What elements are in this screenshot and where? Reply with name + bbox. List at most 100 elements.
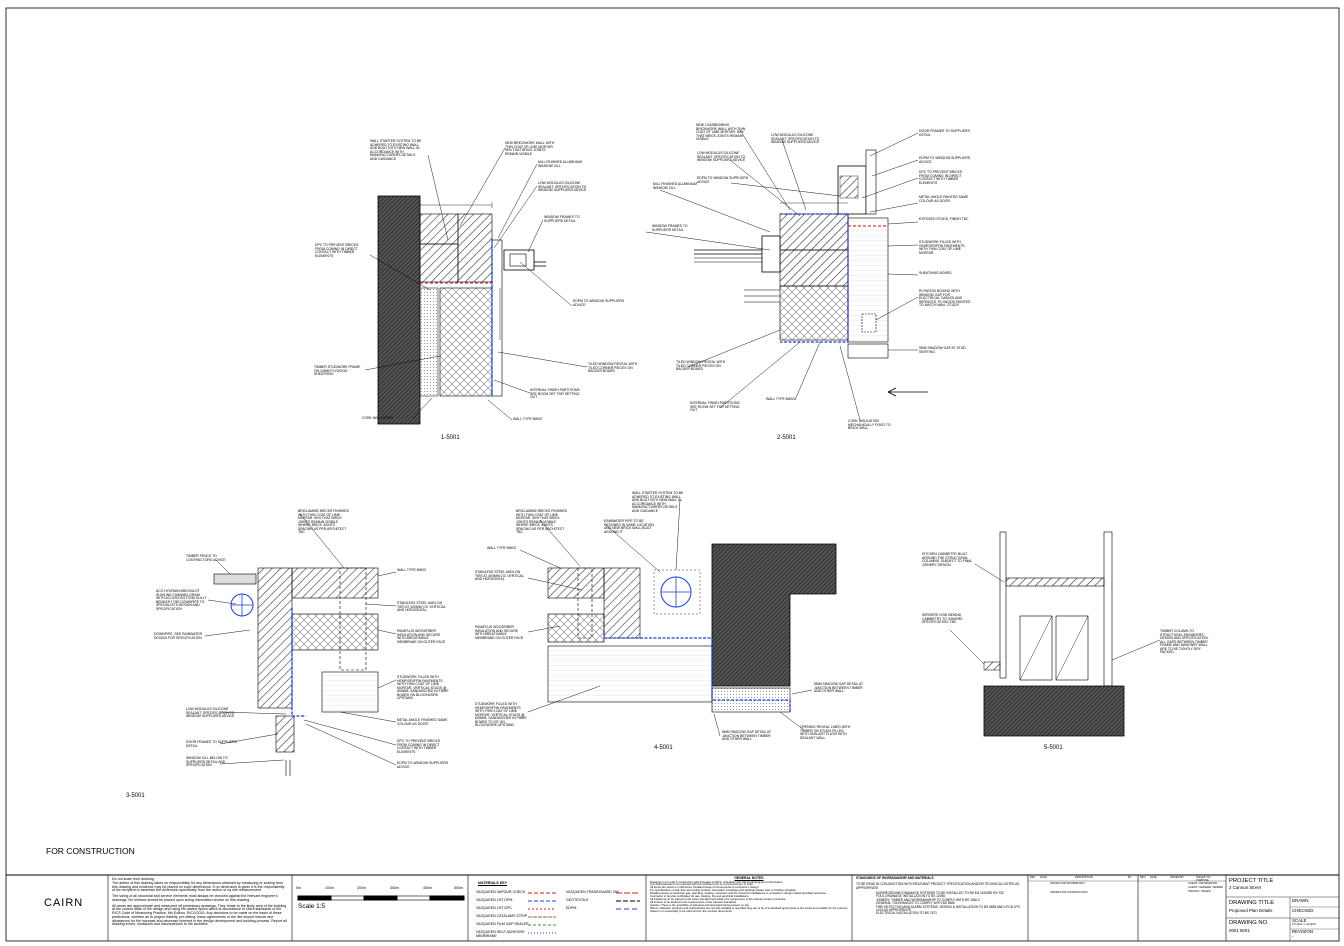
note: EDPM TO WINDOW SUPPLIERS ADVICE [697,176,749,184]
note: DPC TO PREVENT BRICKS FROM COMING IN DIR… [919,170,963,185]
note: WALL TYPE BW03 [513,417,542,421]
note: STAINLESS STEEL ANGLON TIES AT 400mm c/c… [475,570,524,582]
note: WALL TYPE BW03 [766,397,795,401]
drawing-title: Proposed Plan Details [1229,908,1273,913]
note: WALL STARTER SYSTEM TO BE ADHERED TO EXI… [370,139,422,161]
detail-3-drawing [204,513,397,776]
material-item: VASQUEEN SELF ADHESIVE MEMBRANE [476,930,525,938]
disclaimer-line: The author of this drawing takes no resp… [112,880,285,893]
general-note: For specification of wall, floor and cei… [650,888,797,893]
standards-item: ELECTRICAL INSTALLATION TO BS 7671 [876,911,937,916]
note: LOW MODULUS SILICONE SEALANT. SPECIFICAT… [538,181,587,193]
revisions-col: REV [1030,876,1036,879]
issue-cell: CLIENT / INFORMATION [1188,882,1218,885]
revision-label: REVISION [1292,929,1313,934]
note: WALL TYPE BW03 [487,546,516,550]
detail-label: 5-5001 [1044,745,1063,751]
material-item: EDPM [566,906,577,910]
note: 5mm SHADOW GAP AT STUD SKIRTING [919,346,966,354]
note: DPC TO PREVENT BRICKS FROM COMING IN DIR… [315,243,359,258]
note: EXPOSED STUDS, FINISH TBC [919,217,969,221]
detail-1-drawing [364,147,588,425]
status-stamp: FOR CONSTRUCTION [46,846,135,856]
general-note: Where materials, products and workmanshi… [650,905,848,913]
material-item: VASQUEEN 1HT DPC [476,906,513,910]
revisions-col: DESCRIPTION [1075,876,1093,879]
note: SHEATHING BOARD [919,271,952,275]
standards: STANDARDS OF WORKMANSHIP AND MATERIALS T… [856,876,1024,916]
scale-tick: 500m [454,886,463,890]
revisions-cell: ISSUED FOR INFORMATION [1050,882,1085,885]
standards-item: FOUL DRAINAGE INSTALLATION TO BS 12056 [876,894,946,899]
general-note: Detailed design of electrical, gas, plum… [650,891,827,896]
note: BRICLAMINE BRICKS FINISHED WITH THIN COA… [516,509,568,535]
scale-label: Scale 1:5 [298,903,326,910]
scale-tick: 100m [325,886,334,890]
note: CORK INSULATION MECHANICALLY FIXED TO BR… [848,419,891,431]
disclaimer: Do not scale from drawing. The author of… [112,877,288,927]
general-note: All tradesmen to be trained to the same … [650,897,787,902]
note: WALL TYPE BW03 [397,568,426,572]
detail-label: 1-5001 [441,435,460,441]
scale-field-value: 1:5 @A1 / 1:10 @A3 [1292,923,1316,926]
project-title: 2 Cannon Street [1229,885,1261,890]
general-note: All timbers to be treated to the require… [650,900,737,905]
revisions-cell: ISSUED FOR CONSTRUCTION [1050,891,1088,894]
note: LOW MODULUS SILICONE SEALANT. SPECIFICAT… [771,133,820,145]
note: TIMBER STUDWORK FRAME ON 12mm PLYWOOD SH… [314,365,361,377]
note: INTERNAL FINISH PARTITIONS. SEE ROOM SET… [690,401,741,413]
note: TILED WINDOW REVEAL WITH TILED CORNER PI… [588,362,638,374]
issue-col: DATE [1150,876,1157,879]
note: DOWNPIPE. SEE RAINWATER DESIGN FOR SPECI… [154,632,203,640]
scale-tick: 300m [390,886,399,890]
material-item: VASQUEEN 1HT DPM [476,898,513,902]
note: EDPM TO WINDOW SUPPLIERS ADVICE [397,761,449,769]
general-note: Drawings to be read in conjunction with … [650,879,784,884]
note: CORK INSULATION [362,416,393,420]
note: STUDWORK FILLED WITH HEMP/GRIFFIN PAVEME… [919,240,965,255]
note: METAL ANGLE PAINTED SAME COLOUR AS DOOR [919,195,969,203]
drawn-label: DRAWN [1292,898,1309,903]
revisions-col: BY [1128,876,1132,879]
note: STUDWORK FILLED WITH HEMP/GRIFFIN PAVEME… [475,702,527,728]
note: EDPM TO WINDOW SUPPLIERS ADVICE [919,156,971,164]
note: DOOR FRAMES TO SUPPLIERS DETAIL [919,129,970,137]
standards-item: UNDERGROUND DRAINAGE SYSTEMS TO BE INSTA… [876,891,1004,896]
note: WALL STARTER SYSTEM TO BE ADHERED TO EXI… [632,491,684,513]
note: BRICLAMINE BRICKS FINISHED WITH THIN COA… [298,509,350,535]
title-block-frame [6,874,1339,941]
note: NEW BRICKWORK WALL WITH THIN COAT OF LIM… [505,141,555,156]
drawing-title-label: DRAWING TITLE [1229,900,1275,906]
issue-cell: - [1141,890,1142,893]
material-item: VASQUEEN VAPOUR CHECK [476,890,526,894]
revisions-col: DATE [1040,876,1047,879]
materials-key-swatches [528,892,640,934]
note: PLYWOOD BOXING WITH WINDOW GAP FOR ELECT… [919,289,971,308]
issue-col: ISSUED TO / PURPOSE [1196,876,1212,882]
note: LOW MODULUS SILICONE SEALANT. SPECIFICAT… [697,151,746,163]
general-note: Any discrepancies to be reported with th… [650,882,754,887]
company-logo: CAIRN [44,897,84,909]
material-item: GEOTEXTILE [566,898,589,902]
scale-tick: 200m [357,886,366,890]
general-notes-heading: GENERAL NOTES [734,876,764,880]
note: MILL FINISHED ALUMINIUM WINDOW CILL [653,182,697,190]
note: STAINLESS STEEL ANGLON TIES AT 400mm c/c… [397,601,446,613]
scale-field-label: SCALE [1292,918,1307,923]
scale-tick: 400m [423,886,432,890]
material-item: VASQUEEN TRANSGUARD 300 [566,890,619,894]
disclaimer-line: Do not scale from drawing. [112,877,155,881]
note: TIMBER COLUMN TO STRUCTURAL ENGINEERS DE… [1160,629,1209,655]
detail-label: 4-5001 [654,745,673,751]
note: METAL ANGLE FINISHED SAME COLOUR AS DOOR [397,718,448,726]
revision-value: - [1292,934,1294,939]
note: PAVAPLUS WOODFIBER INSULATION AND SECURE… [475,625,524,640]
project-title-label: PROJECT TITLE [1229,878,1274,884]
note: OPENING REVEAL LINED WITH TIMBER ON STUD… [800,725,851,740]
note: MILL FINISHED ALUMINIUM WINDOW CILL [538,160,582,168]
drawing-no: 0001 5001 [1229,928,1250,933]
issue-cell: PRICING / ISSUED [1188,890,1211,893]
detail-label: 3-5001 [126,793,145,799]
